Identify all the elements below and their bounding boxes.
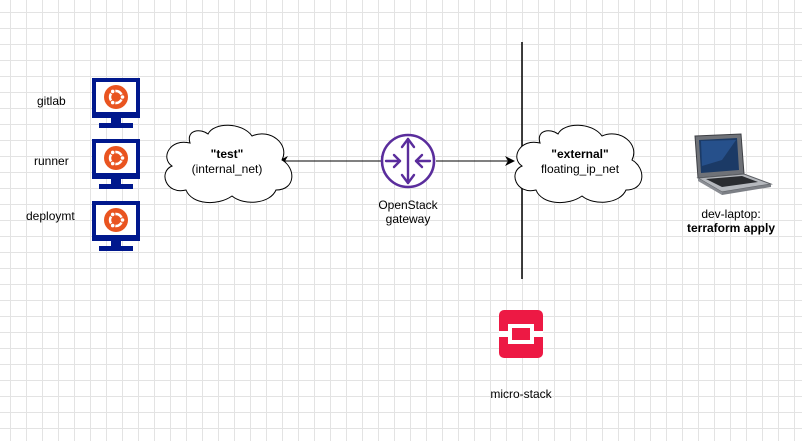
gateway-label-line2: gateway [385,212,431,226]
internal-net-name: "test" [211,147,244,161]
external-net-subtitle: floating_ip_net [540,162,620,176]
external-net-name-text: "external" [551,147,609,161]
external-net-name: "external" [551,147,608,161]
internal-net-subtitle: (internal_net) [191,162,263,176]
host-label-runner: runner [34,154,69,168]
internal-net-name-text: "test" [210,147,244,161]
host-label-gitlab: gitlab [37,94,66,108]
router-icon[interactable] [380,133,436,189]
ubuntu-monitor-icon[interactable] [90,199,142,253]
laptop-icon[interactable] [694,133,773,195]
microstack-label: micro-stack [490,387,552,401]
ubuntu-monitor-icon[interactable] [90,137,142,191]
external-net-cloud[interactable] [514,124,643,203]
laptop-label-line2: terraform apply [686,221,776,235]
internal-net-cloud[interactable] [164,124,293,203]
ubuntu-monitor-icon[interactable] [90,76,142,130]
openstack-logo-icon[interactable] [499,310,543,358]
gateway-label-line1: OpenStack [378,198,438,212]
host-label-deploymt: deploymt [26,209,75,223]
laptop-label-line1: dev-laptop: [701,207,761,221]
